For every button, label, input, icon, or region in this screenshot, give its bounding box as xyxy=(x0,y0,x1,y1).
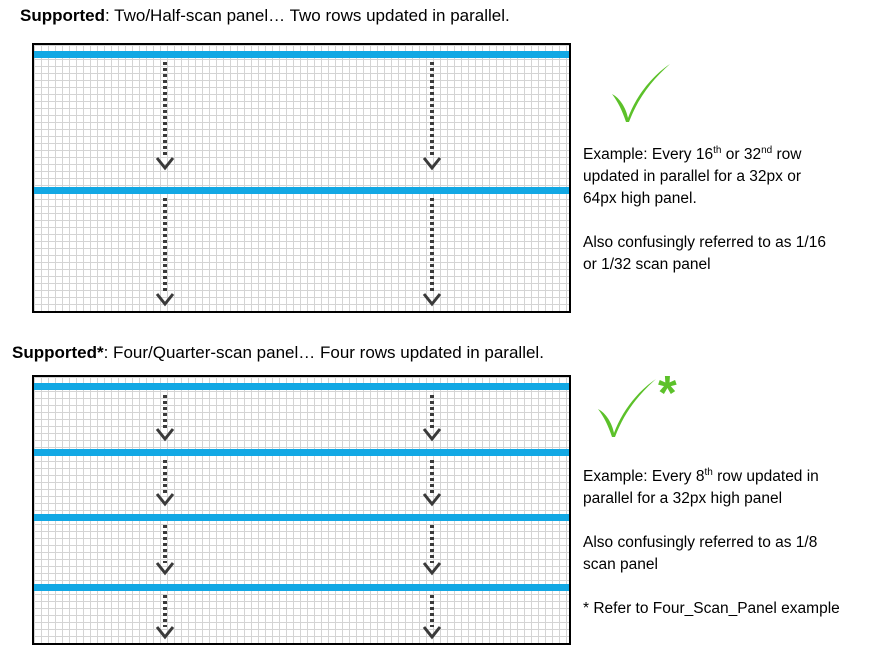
down-arrow-icon xyxy=(155,62,175,174)
scan-row-bar xyxy=(34,383,569,390)
two-scan-panel-diagram xyxy=(32,43,571,313)
checkmark-icon xyxy=(598,379,656,437)
note-line: scan panel xyxy=(583,556,658,573)
section1-note: Example: Every 16th or 32nd row updated … xyxy=(583,144,826,276)
down-arrow-icon xyxy=(422,198,442,310)
scan-row-bar xyxy=(34,51,569,58)
down-arrow-icon xyxy=(155,525,175,577)
checkmark-icon xyxy=(612,64,670,122)
down-arrow-icon xyxy=(422,595,442,643)
scan-row-bar xyxy=(34,449,569,456)
down-arrow-icon xyxy=(422,460,442,508)
note-line: * Refer to Four_Scan_Panel example xyxy=(583,600,840,617)
down-arrow-icon xyxy=(155,395,175,443)
section2-note: Example: Every 8th row updated in parall… xyxy=(583,466,840,620)
scan-row-bar xyxy=(34,514,569,521)
note-line: parallel for a 32px high panel xyxy=(583,490,783,507)
down-arrow-icon xyxy=(422,62,442,174)
section1-heading-text: : Two/Half-scan panel… Two rows updated … xyxy=(105,6,510,25)
down-arrow-icon xyxy=(155,198,175,310)
asterisk-mark: * xyxy=(658,367,677,420)
down-arrow-icon xyxy=(422,525,442,577)
section2-heading: Supported*: Four/Quarter-scan panel… Fou… xyxy=(12,343,544,363)
down-arrow-icon xyxy=(155,595,175,643)
note-line: or 1/32 scan panel xyxy=(583,256,711,273)
section1-heading-bold: Supported xyxy=(20,6,105,25)
section1-heading: Supported: Two/Half-scan panel… Two rows… xyxy=(20,6,510,26)
four-scan-panel-diagram xyxy=(32,375,571,645)
down-arrow-icon xyxy=(422,395,442,443)
note-line: Example: Every 16th or 32nd row xyxy=(583,144,802,163)
note-line: updated in parallel for a 32px or xyxy=(583,168,802,185)
section2-heading-bold: Supported* xyxy=(12,343,104,362)
note-line: Also confusingly referred to as 1/8 xyxy=(583,534,818,551)
note-line: 64px high panel. xyxy=(583,190,697,207)
note-line: Also confusingly referred to as 1/16 xyxy=(583,234,826,251)
section2-heading-text: : Four/Quarter-scan panel… Four rows upd… xyxy=(103,343,544,362)
down-arrow-icon xyxy=(155,460,175,508)
note-line: Example: Every 8th row updated in xyxy=(583,466,819,485)
scan-row-bar xyxy=(34,187,569,194)
scan-row-bar xyxy=(34,584,569,591)
